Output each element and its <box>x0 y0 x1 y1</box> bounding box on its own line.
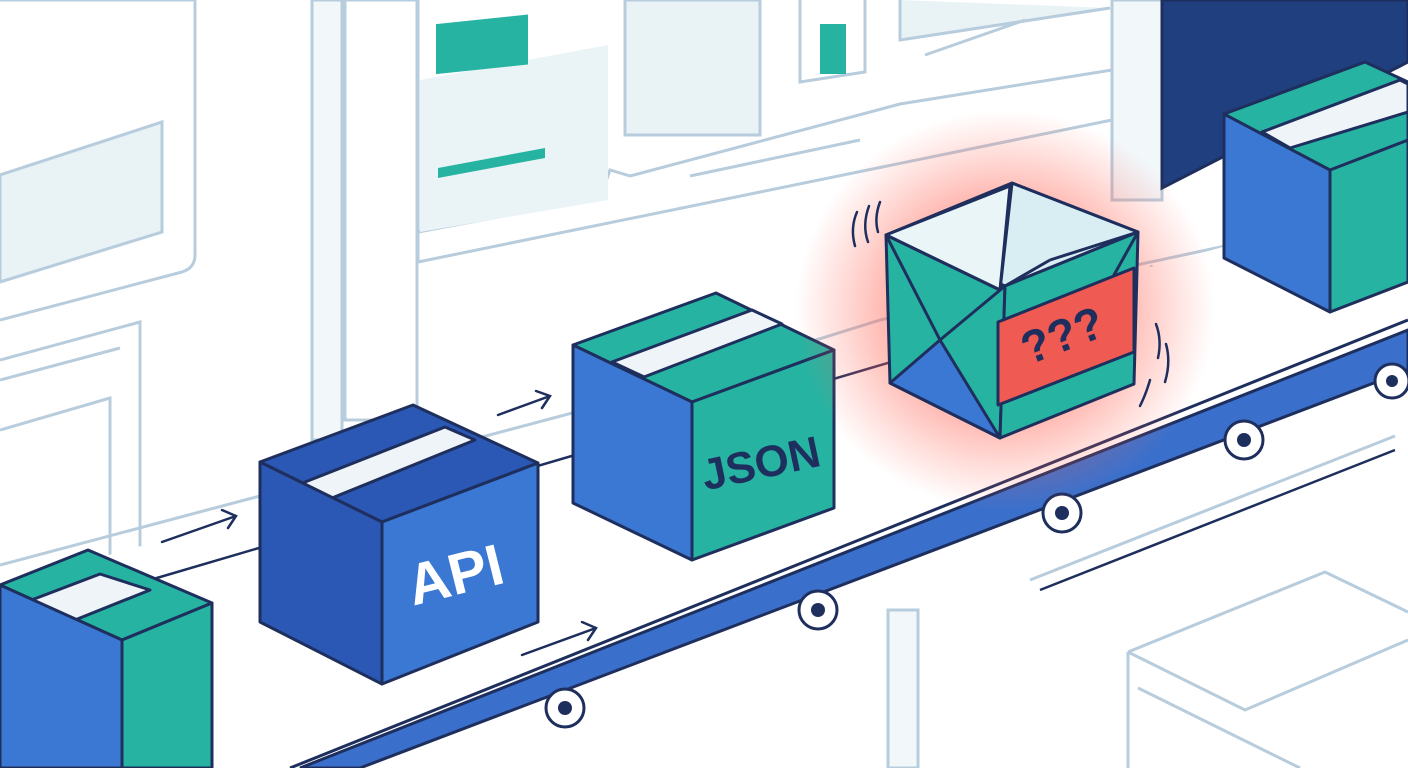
pillar-left-front <box>343 0 419 422</box>
roller <box>544 687 586 729</box>
screen-block-1 <box>436 14 528 75</box>
conveyor-rollers <box>544 362 1408 729</box>
crate-outline <box>1126 570 1408 768</box>
wall-screen <box>420 14 846 232</box>
box-unknown: ??? <box>884 181 1140 440</box>
roller <box>797 589 839 631</box>
roller <box>1373 362 1408 400</box>
screen-bar <box>438 148 545 178</box>
box-partial-right <box>1222 60 1408 314</box>
wall-window <box>623 0 762 137</box>
motion-lines-icon <box>851 200 1170 408</box>
box-json: JSON <box>571 291 836 562</box>
support-leg <box>886 608 920 768</box>
roller <box>1223 419 1265 461</box>
pillar-left <box>310 0 344 442</box>
wall-panel-left-mid <box>0 320 142 600</box>
wall-panel-left-top <box>0 0 197 322</box>
box-api: API <box>258 403 540 686</box>
arrow-right-icon <box>160 389 598 657</box>
window-left <box>0 119 164 284</box>
box-partial-left <box>0 548 214 768</box>
screen-block-2 <box>820 24 846 74</box>
